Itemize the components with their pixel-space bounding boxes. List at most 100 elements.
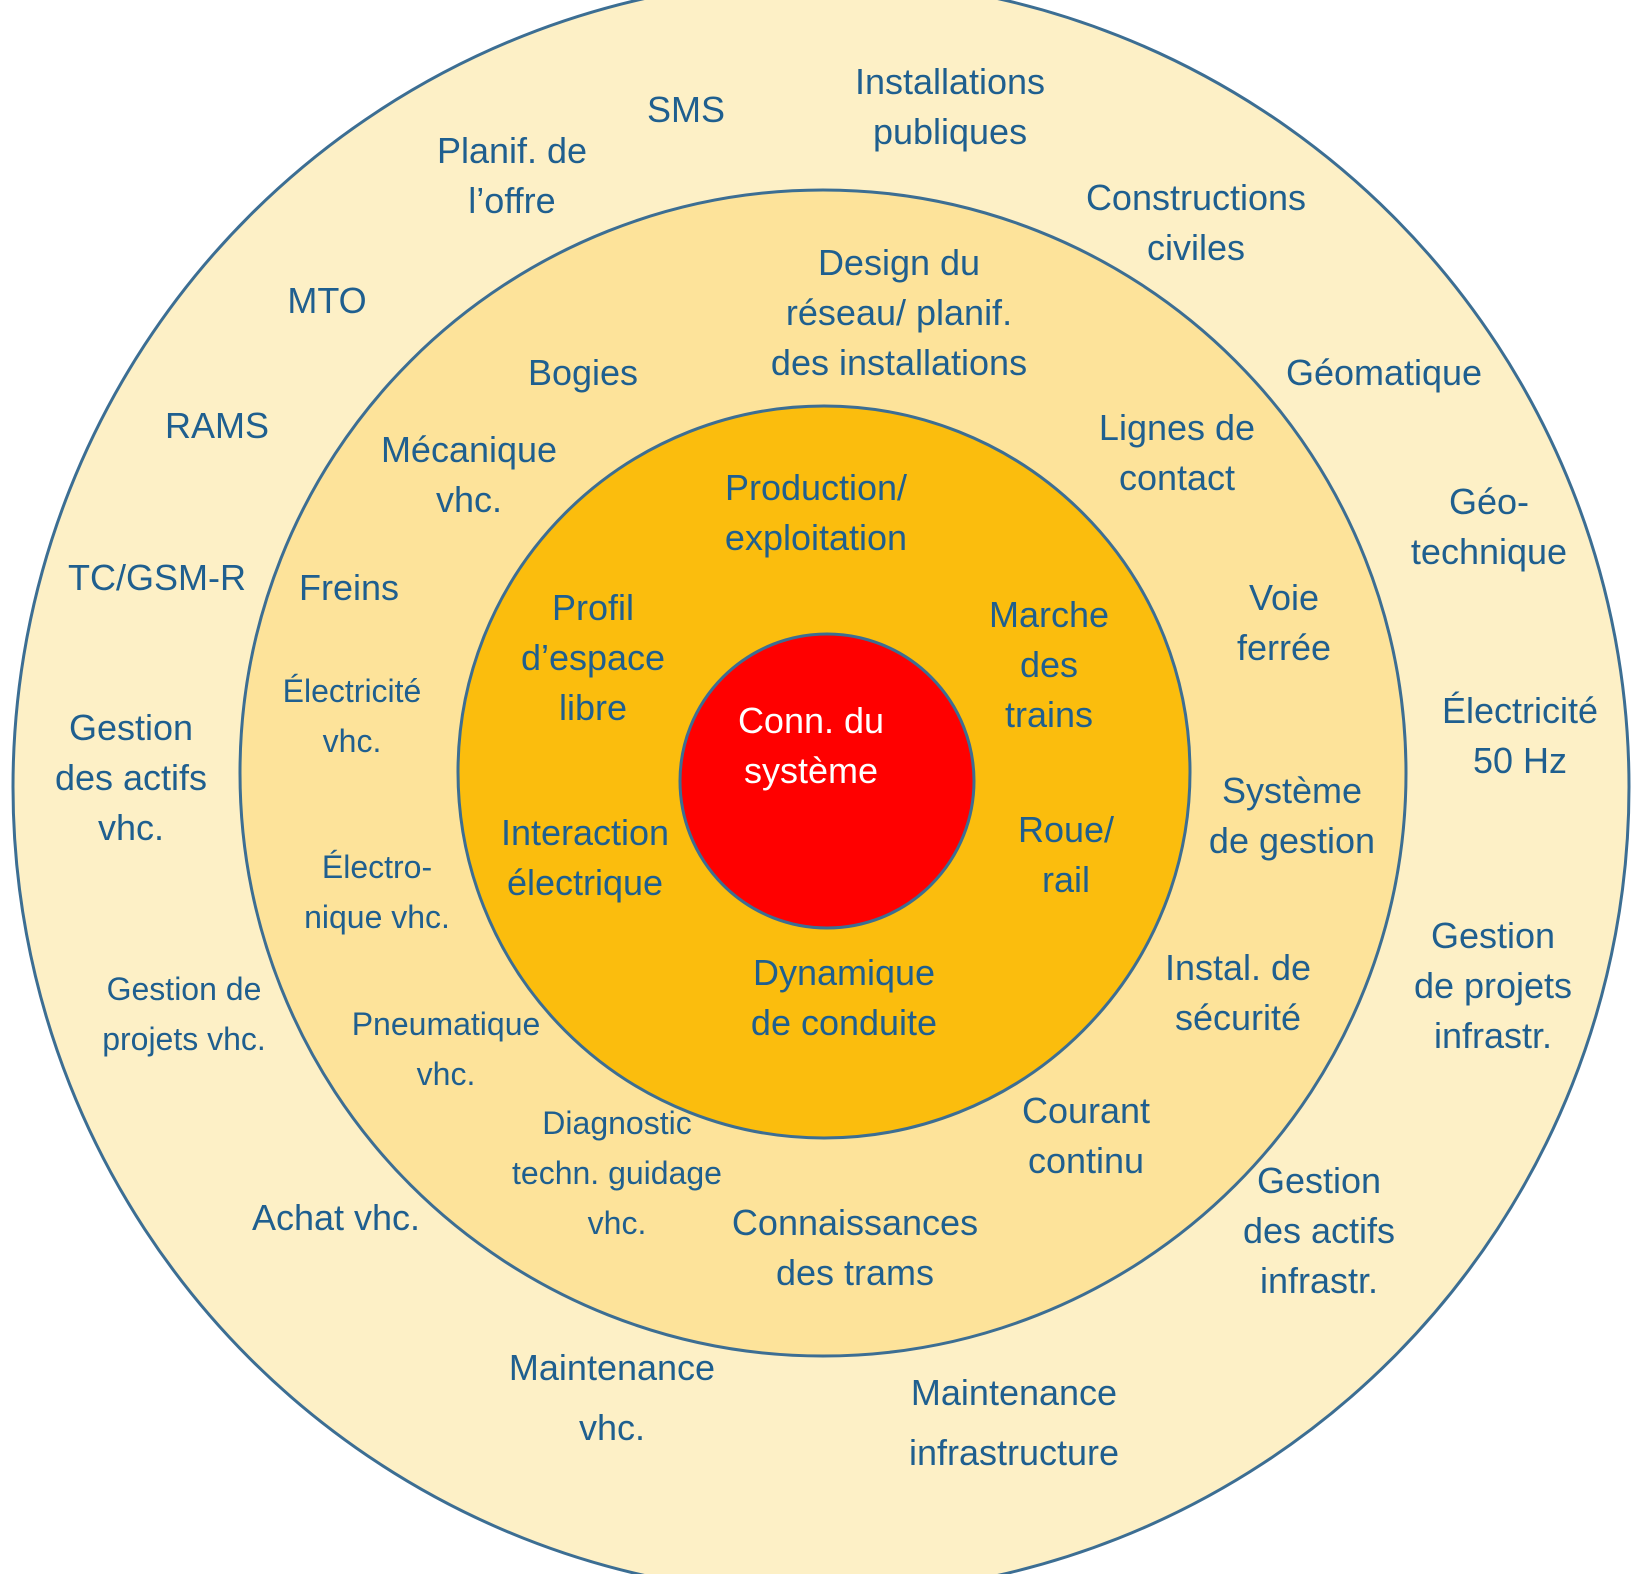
label-constructions-line: civiles: [1147, 227, 1245, 268]
label-voie: Voie ferrée: [1237, 577, 1331, 668]
label-trams-line: Connaissances: [732, 1202, 978, 1243]
label-freins-line: Freins: [299, 567, 399, 608]
label-achat-line: Achat vhc.: [252, 1197, 420, 1238]
label-securite-line: Instal. de: [1165, 947, 1311, 988]
label-geotechnique-line: technique: [1411, 531, 1567, 572]
label-roue-line: rail: [1042, 859, 1090, 900]
label-profil-line: d’espace: [521, 637, 665, 678]
label-interaction-line: électrique: [507, 862, 663, 903]
label-gestion-actifs-vhc-line: des actifs: [55, 757, 207, 798]
label-geomatique: Géomatique: [1286, 352, 1482, 393]
label-design-line: des installations: [771, 342, 1027, 383]
label-dynamique-line: de conduite: [751, 1002, 937, 1043]
label-marche-line: trains: [1005, 694, 1093, 735]
label-systeme-gestion: Système de gestion: [1209, 770, 1375, 861]
core-circle: [678, 632, 976, 930]
label-voie-line: Voie: [1249, 577, 1319, 618]
label-sms-line: SMS: [647, 89, 725, 130]
label-production-line: Production/: [725, 467, 907, 508]
label-bogies: Bogies: [528, 352, 638, 393]
label-trams: Connaissances des trams: [732, 1202, 978, 1293]
label-roue: Roue/rail: [1018, 809, 1114, 900]
label-gestion-projets-infra-line: infrastr.: [1434, 1015, 1552, 1056]
label-tc-gsm-line: TC/GSM-R: [68, 557, 246, 598]
label-systeme-gestion-line: Système: [1222, 770, 1362, 811]
label-constructions-line: Constructions: [1086, 177, 1306, 218]
label-bogies-line: Bogies: [528, 352, 638, 393]
label-electricite-50-line: Électricité: [1442, 690, 1598, 731]
label-geotechnique-line: Géo-: [1449, 481, 1529, 522]
label-electricite-50-line: 50 Hz: [1473, 740, 1567, 781]
label-maintenance-vhc: Maintenance vhc.: [509, 1347, 715, 1448]
label-gestion-actifs-vhc-line: vhc.: [98, 807, 164, 848]
label-freins: Freins: [299, 567, 399, 608]
label-gestion-projets-vhc-line: projets vhc.: [102, 1021, 266, 1057]
label-installations: Installations publiques: [855, 61, 1045, 152]
label-interaction-line: Interaction: [501, 812, 669, 853]
label-electricite-50: Électricité 50 Hz: [1442, 690, 1598, 781]
label-electricite-vhc: Électricité vhc.: [283, 673, 422, 759]
label-diagnostic-line: Diagnostic: [542, 1105, 691, 1141]
label-dynamique-line: Dynamique: [753, 952, 935, 993]
label-gestion-projets-infra-line: de projets: [1414, 965, 1572, 1006]
label-geotechnique: Géo-technique: [1411, 481, 1567, 572]
label-gestion-projets-infra-line: Gestion: [1431, 915, 1555, 956]
label-maintenance-infra: Maintenance infrastructure: [909, 1372, 1119, 1473]
label-trams-line: des trams: [776, 1252, 934, 1293]
label-mto: MTO: [287, 280, 366, 321]
label-systeme-gestion-line: de gestion: [1209, 820, 1375, 861]
label-courant-line: continu: [1028, 1140, 1144, 1181]
label-dynamique: Dynamique de conduite: [751, 952, 937, 1043]
label-mto-line: MTO: [287, 280, 366, 321]
label-electricite-vhc-line: Électricité: [283, 673, 422, 709]
label-profil: Profil d’espace libre: [521, 587, 665, 728]
label-diagnostic: Diagnostic techn. guidage vhc.: [512, 1105, 722, 1241]
label-rams: RAMS: [165, 405, 269, 446]
label-lignes-line: Lignes de: [1099, 407, 1255, 448]
label-mecanique-line: Mécanique: [381, 429, 557, 470]
label-gestion-actifs-infra-line: Gestion: [1257, 1160, 1381, 1201]
label-maintenance-vhc-line: vhc.: [579, 1407, 645, 1448]
label-electricite-vhc-line: vhc.: [323, 723, 382, 759]
label-production-line: exploitation: [725, 517, 907, 558]
label-electronique-line: nique vhc.: [304, 899, 450, 935]
label-design-line: réseau/ planif.: [786, 292, 1012, 333]
label-gestion-projets-infra: Gestion de projets infrastr.: [1414, 915, 1572, 1056]
label-production: Production/exploitation: [725, 467, 907, 558]
label-achat: Achat vhc.: [252, 1197, 420, 1238]
label-electronique-line: Électro-: [322, 849, 432, 885]
label-gestion-projets-vhc-line: Gestion de: [107, 971, 262, 1007]
label-gestion-projets-vhc: Gestion de projets vhc.: [102, 971, 266, 1057]
label-maintenance-infra-line: infrastructure: [909, 1432, 1119, 1473]
label-profil-line: Profil: [552, 587, 634, 628]
label-maintenance-vhc-line: Maintenance: [509, 1347, 715, 1388]
label-pneumatique-line: Pneumatique: [352, 1006, 541, 1042]
label-maintenance-infra-line: Maintenance: [911, 1372, 1117, 1413]
label-gestion-actifs-infra-line: infrastr.: [1260, 1260, 1378, 1301]
label-tc-gsm: TC/GSM-R: [68, 557, 246, 598]
label-geomatique-line: Géomatique: [1286, 352, 1482, 393]
label-core-line: système: [744, 750, 878, 791]
label-profil-line: libre: [559, 687, 627, 728]
label-diagnostic-line: vhc.: [588, 1205, 647, 1241]
label-rams-line: RAMS: [165, 405, 269, 446]
label-roue-line: Roue/: [1018, 809, 1114, 850]
label-voie-line: ferrée: [1237, 627, 1331, 668]
label-diagnostic-line: techn. guidage: [512, 1155, 722, 1191]
label-core-line: Conn. du: [738, 700, 884, 741]
label-planif-line: l’offre: [468, 180, 555, 221]
label-constructions: Constructions civiles: [1086, 177, 1306, 268]
label-installations-line: publiques: [873, 111, 1027, 152]
label-installations-line: Installations: [855, 61, 1045, 102]
